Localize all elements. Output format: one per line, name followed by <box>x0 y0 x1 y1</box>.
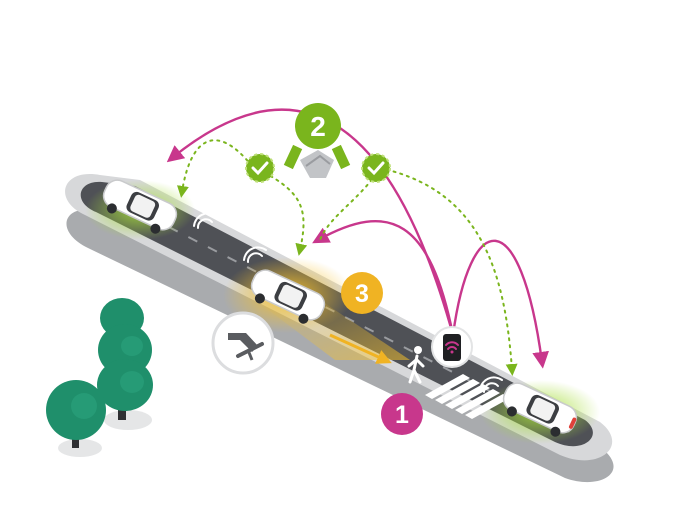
check-icon <box>361 153 391 183</box>
car-icon <box>250 269 326 324</box>
pedestrian-icon <box>407 346 425 384</box>
wifi-signal-icon <box>479 376 503 393</box>
wifi-signal-icon <box>243 246 267 263</box>
v2x-message-arrows <box>166 108 549 369</box>
step-badge-1: 1 <box>381 393 423 435</box>
car-icon <box>502 382 578 437</box>
step-number: 2 <box>310 111 326 142</box>
check-icon <box>245 153 275 183</box>
tree-icon <box>46 380 106 457</box>
step-number: 3 <box>355 280 369 308</box>
tree-icon <box>97 298 153 430</box>
braking-direction-arrow <box>329 333 392 364</box>
step-badge-2: 2 <box>295 103 341 149</box>
brake-pedal-icon <box>211 311 275 375</box>
car-icon <box>102 179 178 234</box>
crosswalk <box>425 374 510 419</box>
handshake-icon <box>283 144 351 178</box>
step-badge-3: 3 <box>341 272 383 314</box>
wifi-signal-icon <box>193 212 217 229</box>
step-number: 1 <box>395 401 409 429</box>
phone-wifi-icon <box>431 326 473 368</box>
